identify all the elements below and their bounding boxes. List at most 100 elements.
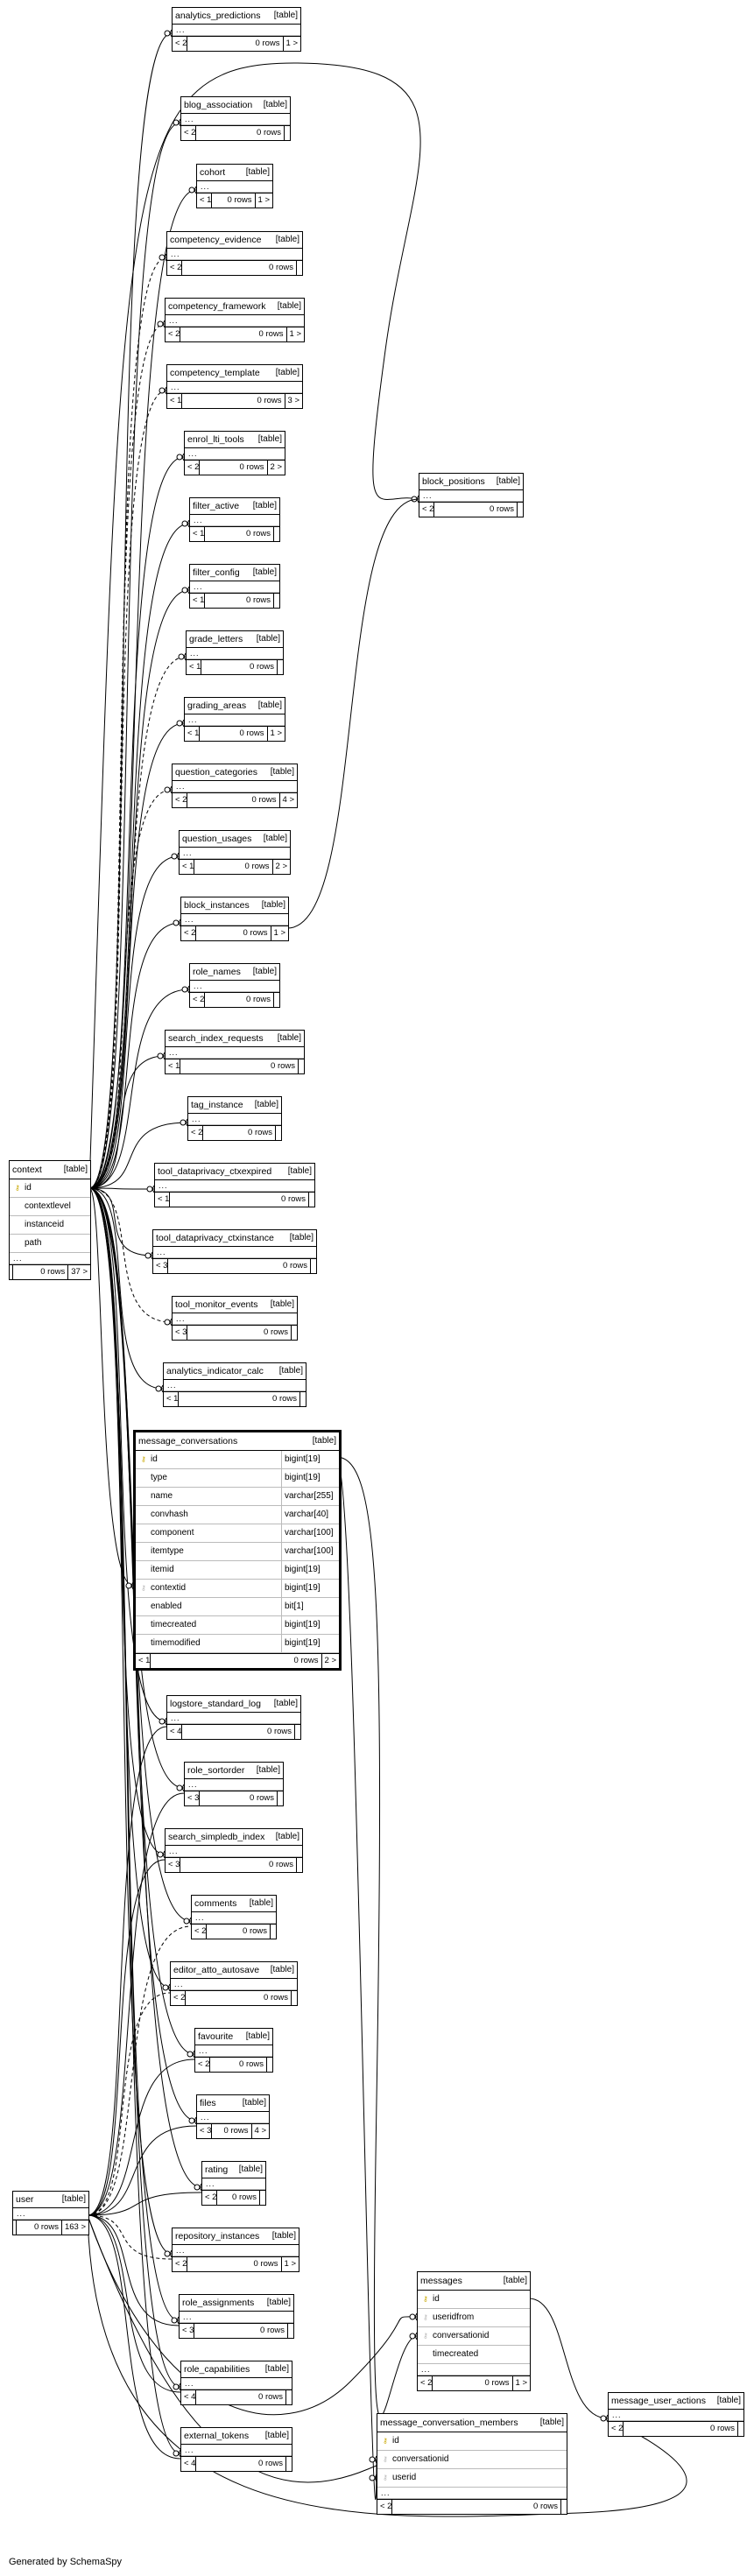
table-name[interactable]: files xyxy=(200,2097,216,2108)
column-row[interactable]: path xyxy=(10,1235,90,1253)
parent-count-link[interactable]: < 2 xyxy=(167,261,183,275)
parent-count-link[interactable]: < 1 xyxy=(190,527,206,541)
parent-count-link[interactable]: < 1 xyxy=(197,194,213,208)
table-name[interactable]: role_assignments xyxy=(182,2297,255,2308)
table-name[interactable]: external_tokens xyxy=(184,2430,250,2441)
child-count-link[interactable]: 1 > xyxy=(273,928,285,939)
parent-count-link[interactable]: < 2 xyxy=(173,37,188,51)
parent-count-link[interactable]: < 1 xyxy=(155,1193,171,1207)
column-row[interactable]: timecreated xyxy=(418,2346,530,2364)
parent-count-link[interactable]: < 2 xyxy=(377,2500,393,2514)
column-row[interactable]: ⚷userid xyxy=(377,2469,567,2488)
column-row[interactable]: ⚷conversationid xyxy=(418,2327,530,2346)
child-count-link[interactable] xyxy=(299,1059,304,1073)
child-count-link[interactable]: 1 > xyxy=(257,195,270,206)
parent-count-link[interactable]: < 3 xyxy=(166,1858,181,1872)
parent-count-link[interactable]: < 2 xyxy=(202,2191,218,2205)
child-count-link[interactable]: 2 > xyxy=(324,1656,336,1666)
parent-count-link[interactable]: < 2 xyxy=(181,926,197,940)
table-name[interactable]: filter_config xyxy=(193,567,240,578)
child-count-link[interactable]: 2 > xyxy=(270,462,282,473)
table-name[interactable]: tag_instance xyxy=(191,1099,243,1110)
table-name[interactable]: message_user_actions xyxy=(611,2395,706,2406)
child-count-link[interactable]: 3 > xyxy=(287,396,299,406)
parent-count-link[interactable]: < 2 xyxy=(185,461,201,475)
child-count-link[interactable] xyxy=(288,2324,293,2338)
child-count-link[interactable] xyxy=(295,1725,300,1739)
table-name[interactable]: competency_evidence xyxy=(170,234,262,245)
child-count-link[interactable] xyxy=(300,1392,306,1406)
child-count-link[interactable] xyxy=(274,527,279,541)
parent-count-link[interactable]: < 4 xyxy=(167,1725,183,1739)
table-name[interactable]: comments xyxy=(194,1897,237,1909)
child-count-link[interactable] xyxy=(274,993,279,1007)
parent-count-link[interactable]: < 4 xyxy=(181,2457,197,2471)
parent-count-link[interactable]: < 3 xyxy=(173,1326,188,1340)
child-count-link[interactable] xyxy=(285,126,290,140)
child-count-link[interactable] xyxy=(292,1991,297,2005)
column-row[interactable]: ⚷useridfrom xyxy=(418,2309,530,2327)
column-row[interactable]: ⚷id xyxy=(418,2291,530,2309)
table-name[interactable]: user xyxy=(16,2193,34,2205)
parent-count-link[interactable]: < 2 xyxy=(195,2058,211,2072)
table-tool_dataprivacy_ctxexpired[interactable]: tool_dataprivacy_ctxexpired[table]...< 1… xyxy=(154,1163,315,1207)
column-row[interactable]: ⚷id xyxy=(10,1179,90,1198)
table-name[interactable]: message_conversation_members xyxy=(380,2417,518,2428)
table-name[interactable]: role_capabilities xyxy=(184,2363,250,2375)
child-count-link[interactable] xyxy=(738,2422,743,2436)
parent-count-link[interactable]: < 1 xyxy=(167,394,183,408)
column-row[interactable]: instanceid xyxy=(10,1216,90,1235)
table-name[interactable]: filter_active xyxy=(193,500,240,511)
table-name[interactable]: competency_framework xyxy=(168,300,266,312)
parent-count-link[interactable]: < 1 xyxy=(166,1059,181,1073)
child-count-link[interactable] xyxy=(278,660,283,674)
child-count-link[interactable] xyxy=(278,1791,283,1805)
child-count-link[interactable] xyxy=(292,1326,297,1340)
child-count-link[interactable] xyxy=(561,2500,567,2514)
column-row[interactable]: contextlevel xyxy=(10,1198,90,1216)
table-name[interactable]: blog_association xyxy=(184,99,253,110)
child-count-link[interactable]: 1 > xyxy=(270,728,282,739)
parent-count-link[interactable]: < 2 xyxy=(190,993,206,1007)
parent-count-link[interactable]: < 2 xyxy=(181,126,197,140)
table-name[interactable]: question_categories xyxy=(175,766,257,778)
parent-count-link[interactable]: < 4 xyxy=(181,2390,197,2404)
child-count-link[interactable]: 163 > xyxy=(64,2222,86,2233)
column-row[interactable]: ⚷conversationid xyxy=(377,2451,567,2469)
child-count-link[interactable] xyxy=(518,503,523,517)
table-name[interactable]: enrol_lti_tools xyxy=(187,433,244,445)
table-name[interactable]: competency_template xyxy=(170,367,260,378)
child-count-link[interactable] xyxy=(271,1925,276,1939)
child-count-link[interactable]: 4 > xyxy=(254,2126,266,2136)
table-name[interactable]: messages xyxy=(420,2275,462,2286)
child-count-link[interactable] xyxy=(311,1259,316,1273)
